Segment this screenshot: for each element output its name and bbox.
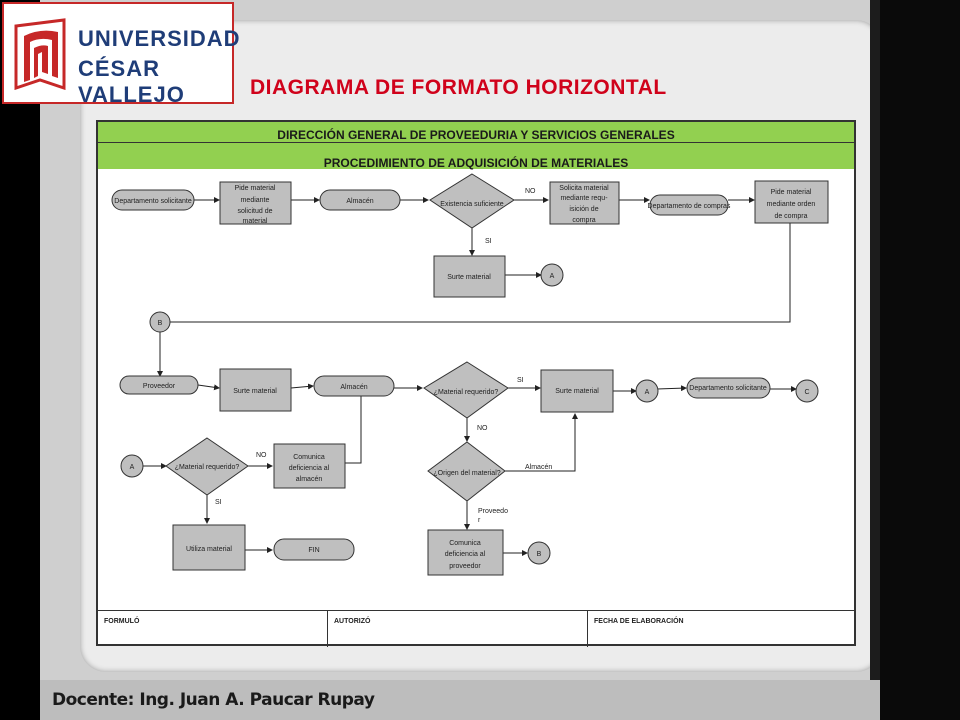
edge-label-no: NO — [256, 452, 267, 459]
teacher-credit: Docente: Ing. Juan A. Paucar Rupay — [52, 690, 375, 710]
connector-b-1 — [149, 311, 171, 333]
node-label: Departamento de compras — [648, 203, 731, 210]
footer-formulo: FORMULÓ — [98, 611, 328, 647]
node-label: A — [550, 273, 555, 280]
node-label: Almacén — [340, 384, 367, 391]
node-label: Existencia suficiente — [440, 201, 504, 208]
node-label: ¿Material requerido? — [434, 389, 499, 396]
node-label: proveedor — [449, 563, 481, 570]
edge-label-si: SI — [215, 499, 222, 506]
node-label: ¿Material requerido? — [175, 464, 240, 471]
terminal-proveedor — [119, 375, 199, 395]
terminal-dept-solicitante-1 — [111, 189, 195, 211]
terminal-dept-solicitante-2 — [686, 377, 771, 399]
header-band-direccion: DIRECCIÓN GENERAL DE PROVEEDURIA Y SERVI… — [98, 122, 854, 143]
node-label: A — [645, 389, 650, 396]
slide-title: DIAGRAMA DE FORMATO HORIZONTAL — [250, 76, 667, 99]
decision-material-requerido-2 — [165, 437, 249, 496]
node-label: Proveedor — [143, 383, 176, 390]
logo-text-line1: UNIVERSIDAD — [78, 26, 241, 51]
logo-text-line2: CÉSAR VALLEJO — [78, 56, 185, 107]
edge-label-no: NO — [525, 188, 536, 195]
process-comunica-almacen — [273, 443, 346, 489]
document-footer: FORMULÓ AUTORIZÓ FECHA DE ELABORACIÓN — [98, 610, 854, 647]
process-surte-material-1 — [433, 255, 506, 298]
flowchart-diagram: Departamento solicitante Pide material m… — [111, 173, 829, 576]
node-label: almacén — [296, 476, 323, 483]
node-label: mediante orden — [767, 201, 816, 208]
node-label: ¿Origen del material? — [433, 470, 500, 477]
node-label: compra — [572, 217, 595, 224]
node-label: isición de — [569, 206, 598, 213]
flowchart-document: DIRECCIÓN GENERAL DE PROVEEDURIA Y SERVI… — [96, 120, 856, 647]
node-label: deficiencia al — [445, 551, 486, 558]
process-surte-material-3 — [540, 369, 614, 413]
edge-label-proveedor: r — [478, 517, 481, 524]
edge-label-si: SI — [485, 238, 492, 245]
node-label: Comunica — [293, 454, 325, 461]
connector-c — [795, 379, 819, 403]
connector-a-3 — [120, 454, 144, 478]
node-label: Pide material — [235, 185, 276, 192]
edge-label-proveedor: Proveedo — [478, 508, 508, 515]
process-surte-material-2 — [219, 368, 292, 412]
terminal-dept-compras — [649, 194, 729, 216]
node-label: mediante requ- — [560, 195, 608, 202]
connector-a-2 — [635, 379, 659, 403]
node-label: de compra — [774, 213, 807, 220]
process-comunica-proveedor — [427, 529, 504, 576]
terminal-almacen-2 — [313, 375, 395, 397]
node-label: C — [804, 389, 809, 396]
process-utiliza-material — [172, 524, 246, 571]
university-emblem-icon — [14, 18, 66, 90]
process-pide-material-orden — [754, 180, 829, 224]
footer-autorizo: AUTORIZÓ — [328, 611, 588, 647]
node-label: A — [130, 464, 135, 471]
terminal-fin — [273, 538, 355, 561]
node-label: Surte material — [555, 388, 599, 395]
node-label: Pide material — [771, 189, 812, 196]
edge-label-almacen: Almacén — [525, 464, 552, 471]
connector-b-2 — [527, 541, 551, 565]
node-label: B — [537, 551, 542, 558]
process-pide-material — [219, 181, 292, 225]
terminal-almacen-1 — [319, 189, 401, 211]
node-label: deficiencia al — [289, 465, 330, 472]
node-label: B — [158, 320, 163, 327]
node-label: solicitud de — [237, 208, 272, 215]
decision-origen — [427, 441, 506, 502]
node-label: Utiliza material — [186, 546, 232, 553]
university-logo: UNIVERSIDAD CÉSAR VALLEJO — [2, 2, 240, 107]
edge-label-si: SI — [517, 377, 524, 384]
node-label: Departamento solicitante — [689, 385, 767, 392]
edge-label-no: NO — [477, 425, 488, 432]
node-label: mediante — [241, 197, 270, 204]
connector-a-1 — [540, 263, 564, 287]
decision-material-requerido-1 — [423, 361, 509, 419]
decision-existencia — [429, 173, 515, 229]
footer-fecha: FECHA DE ELABORACIÓN — [594, 618, 684, 625]
node-label: Departamento solicitante — [114, 198, 192, 205]
teacher-bar — [40, 680, 880, 720]
header-band-procedimiento: PROCEDIMIENTO DE ADQUISICIÓN DE MATERIAL… — [98, 143, 854, 170]
node-label: Almacén — [346, 198, 373, 205]
node-label: FIN — [308, 547, 319, 554]
node-label: Comunica — [449, 540, 481, 547]
process-solicita-material — [549, 181, 620, 225]
node-label: Solicita material — [559, 185, 609, 192]
right-dark-edge — [880, 0, 960, 720]
node-label: Surte material — [233, 388, 277, 395]
node-label: material — [243, 218, 268, 225]
node-label: Surte material — [447, 274, 491, 281]
